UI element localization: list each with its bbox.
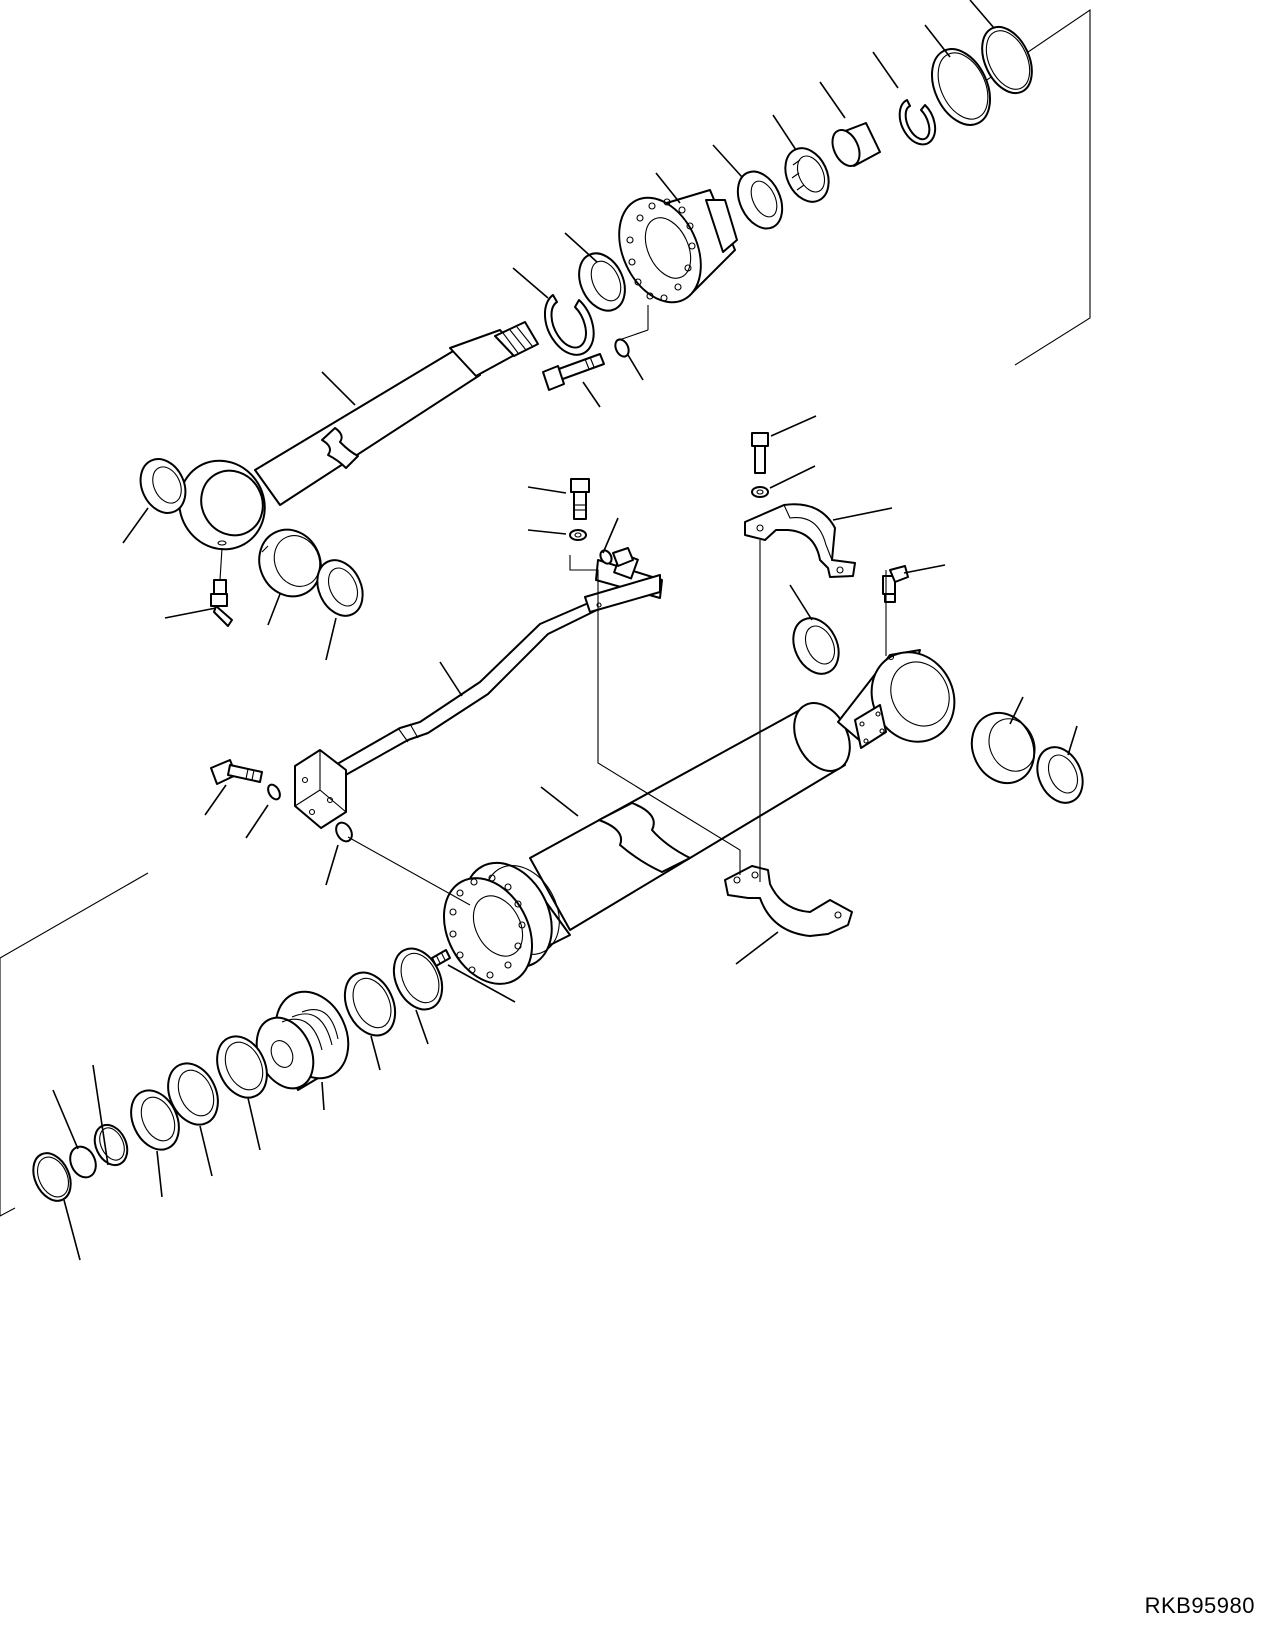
piston-ring-1 xyxy=(385,941,452,1018)
lower-leader-lines xyxy=(53,416,1077,1260)
head-bolt xyxy=(543,354,604,390)
o-ring-large xyxy=(972,19,1041,101)
bottom-dust-seal xyxy=(785,611,848,681)
upper-clamp xyxy=(745,504,855,577)
rod-eye-dust-seal xyxy=(132,452,194,521)
upper-leader-lines xyxy=(123,0,994,660)
piston-rod-assembly xyxy=(163,322,538,565)
assembly-guide-lines xyxy=(348,540,886,905)
drawing-reference-code: RKB95980 xyxy=(1144,1593,1255,1618)
piston-seal xyxy=(122,1083,188,1158)
tube-o-ring-small xyxy=(598,548,614,565)
piston-ring-2 xyxy=(335,964,405,1043)
cylinder-head xyxy=(603,185,737,316)
wear-ring xyxy=(208,1028,277,1105)
cushion-ring xyxy=(159,1055,228,1132)
rod-seal-sleeve xyxy=(827,123,880,170)
piston-o-ring xyxy=(65,1142,100,1181)
small-snap-ring xyxy=(900,100,935,144)
bottom-bushing xyxy=(961,703,1046,794)
lower-group-bracket xyxy=(0,873,148,1216)
large-o-ring xyxy=(26,1147,78,1207)
head-grease-elbow xyxy=(883,566,908,602)
rod-eye-seal-ring xyxy=(309,553,372,623)
upper-group-bracket xyxy=(975,10,1090,365)
hydraulic-tube xyxy=(295,548,662,828)
lower-clamp xyxy=(725,866,852,936)
tube-o-ring xyxy=(333,820,355,844)
clamp-bolt xyxy=(752,433,768,473)
snap-ring xyxy=(545,295,594,355)
piston xyxy=(246,980,362,1098)
set-screw xyxy=(432,950,450,966)
rod-eye-bushing xyxy=(248,520,331,607)
tube-washer xyxy=(570,530,586,540)
clamp-washer xyxy=(752,487,768,497)
tube-flange-washer xyxy=(266,783,283,802)
tube-flange-bolt xyxy=(211,760,262,784)
rod-packing xyxy=(777,141,837,209)
tube-bolt xyxy=(571,479,589,519)
bottom-seal-ring xyxy=(1029,740,1092,810)
rod-grease-fitting xyxy=(211,548,232,626)
head-bolt-washer xyxy=(613,305,648,359)
buffer-ring xyxy=(729,164,791,235)
cylinder-tube xyxy=(426,638,970,1000)
